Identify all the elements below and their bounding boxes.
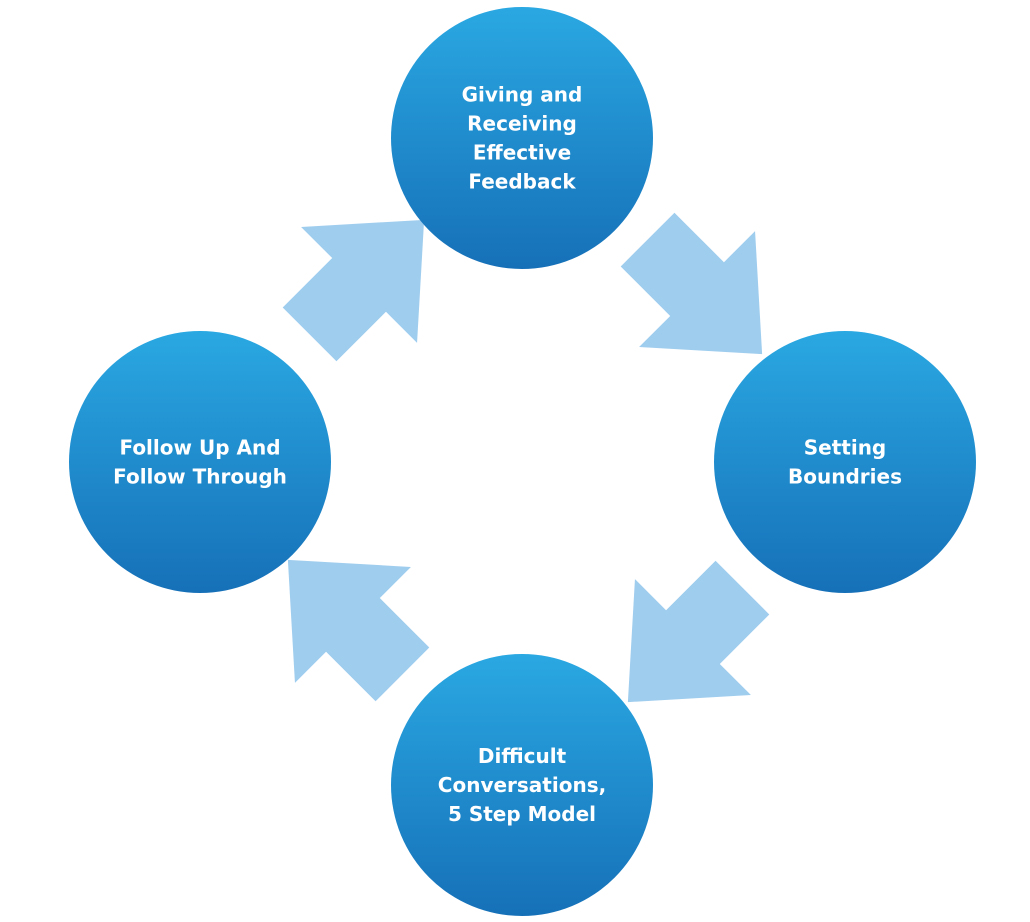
node-circle — [391, 7, 653, 269]
arrow-difficult-to-follow-up — [287, 559, 430, 702]
node-circle — [69, 331, 331, 593]
arrow-follow-up-to-feedback — [282, 219, 425, 362]
node-circle — [714, 331, 976, 593]
node-label-line: Conversations, — [438, 773, 606, 797]
node-label-line: Difficult — [478, 744, 567, 768]
node-circle — [391, 654, 653, 916]
nodes-layer: Giving andReceivingEffectiveFeedbackSett… — [69, 7, 976, 916]
node-label-line: Setting — [804, 436, 887, 460]
arrows-layer — [282, 212, 770, 703]
node-label-line: Follow Through — [113, 465, 287, 489]
node-label-line: 5 Step Model — [448, 802, 596, 826]
node-label-line: Feedback — [468, 170, 576, 194]
node-label-line: Boundries — [788, 465, 902, 489]
node-label-line: Receiving — [467, 112, 577, 136]
arrow-boundaries-to-difficult — [627, 560, 770, 703]
arrow-feedback-to-boundaries — [620, 212, 763, 355]
node-label-line: Giving and — [462, 83, 583, 107]
node-label-line: Follow Up And — [119, 436, 280, 460]
node-label-line: Effective — [473, 141, 571, 165]
